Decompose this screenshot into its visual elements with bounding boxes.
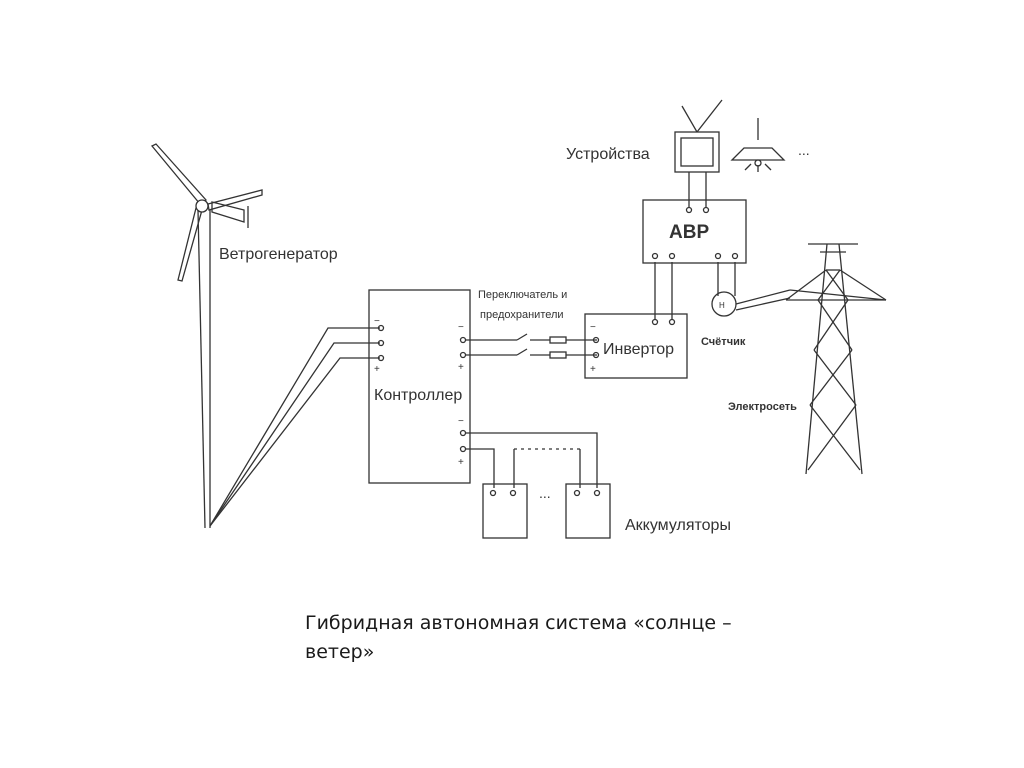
power-tower-icon [785,243,887,475]
wind-turbine-icon [150,143,263,529]
devices-label: Устройства [566,146,650,163]
controller-in-plus: + [374,364,380,375]
inverter-label: Инвертор [603,341,674,358]
avr-box [642,199,747,264]
grid-label: Электросеть [728,401,797,413]
meter-symbol: Н [719,301,725,310]
controller-in-minus: − [374,316,380,327]
inverter-plus: + [590,364,596,375]
controller-out2-plus: + [458,457,464,468]
controller-out1-plus: + [458,362,464,373]
tv-icon [674,99,723,173]
slide-caption: Гибридная автономная система «солнце – в… [305,609,825,667]
caption-line-2: ветер» [305,641,375,663]
switch-label-line1: Переключатель и [478,289,567,301]
caption-line-1: Гибридная автономная система «солнце – [305,612,732,634]
hybrid-system-diagram: Ветрогенератор Устройства АВР Переключат… [150,99,887,539]
controller-out2-minus: − [458,416,464,427]
meter-label: Счётчик [701,336,746,348]
lamp-icon [730,118,786,172]
inverter-minus: − [590,322,596,333]
controller-label: Контроллер [374,387,462,404]
controller-box [368,289,471,484]
avr-label: АВР [669,222,709,243]
batteries-label: Аккумуляторы [625,517,731,534]
battery-2 [565,483,611,539]
devices-ellipsis: ... [798,142,810,158]
battery-1 [482,483,528,539]
controller-out1-minus: − [458,322,464,333]
wind-generator-label: Ветрогенератор [219,246,338,263]
batteries-ellipsis: ... [539,485,551,501]
switch-label-line2: предохранители [480,309,564,321]
inverter-box [584,313,688,379]
